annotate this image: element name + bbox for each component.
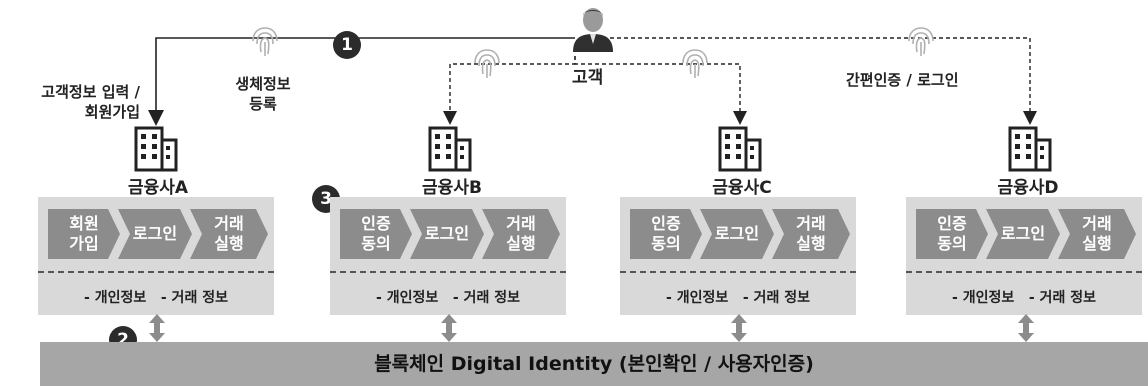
step-box: 거래 실행 [190,209,268,259]
fingerprint-icon [252,27,278,56]
step-box: 인증 동의 [630,209,702,259]
org-info: - 개인정보 - 거래 정보 [376,290,520,306]
org-panel: 인증 동의 로그인 거래 실행 - 개인정보 - 거래 정보 [620,197,856,315]
step-box: 거래 실행 [1058,209,1136,259]
org-panel: 인증 동의 로그인 거래 실행 - 개인정보 - 거래 정보 [330,197,566,315]
step-box: 회원 가입 [48,209,120,259]
step-box: 로그인 [118,209,192,259]
building-icon [134,126,178,172]
line-to-org-a [148,37,575,126]
annotation-customer-input: 고객정보 입력 / 회원가입 [41,83,140,121]
step-badge: 1 [333,31,361,59]
annotation-simple-auth: 간편인증 / 로그인 [846,71,959,89]
customer-label: 고객 [572,68,604,88]
org-name: 금융사B [422,178,482,198]
fingerprint-icon [682,49,708,78]
double-arrow-icon [441,314,457,342]
org-info: - 개인정보 - 거래 정보 [666,290,810,306]
step-box: 로그인 [410,209,484,259]
org-panel: 인증 동의 로그인 거래 실행 - 개인정보 - 거래 정보 [906,197,1142,315]
building-icon [428,126,472,172]
annotation-biometric-register: 생체정보 등록 [235,75,291,113]
line-to-org-b [443,56,576,125]
org-name: 금융사C [712,178,772,198]
org-info: - 개인정보 - 거래 정보 [84,290,228,306]
org-name: 금융사D [997,178,1059,198]
divider [38,271,274,273]
building-icon [1008,126,1052,172]
step-box: 로그인 [700,209,774,259]
step-box: 로그인 [986,209,1060,259]
double-arrow-icon [1018,314,1034,342]
line-to-org-d [610,37,1037,125]
line-to-org-c [574,56,747,125]
person-icon [573,8,613,52]
double-arrow-icon [149,314,165,342]
divider [620,271,856,273]
step-box: 인증 동의 [340,209,412,259]
org-info: - 개인정보 - 거래 정보 [952,290,1096,306]
divider [330,271,566,273]
step-box: 거래 실행 [482,209,560,259]
org-panel: 회원 가입 로그인 거래 실행 - 개인정보 - 거래 정보 [38,197,274,315]
fingerprint-icon [474,49,500,78]
double-arrow-icon [731,314,747,342]
step-box: 인증 동의 [916,209,988,259]
divider [906,271,1142,273]
building-icon [718,126,762,172]
blockchain-identity-bar: 블록체인 Digital Identity (본인확인 / 사용자인증) [40,342,1148,386]
step-box: 거래 실행 [772,209,850,259]
fingerprint-icon [908,27,934,56]
org-name: 금융사A [127,178,189,198]
